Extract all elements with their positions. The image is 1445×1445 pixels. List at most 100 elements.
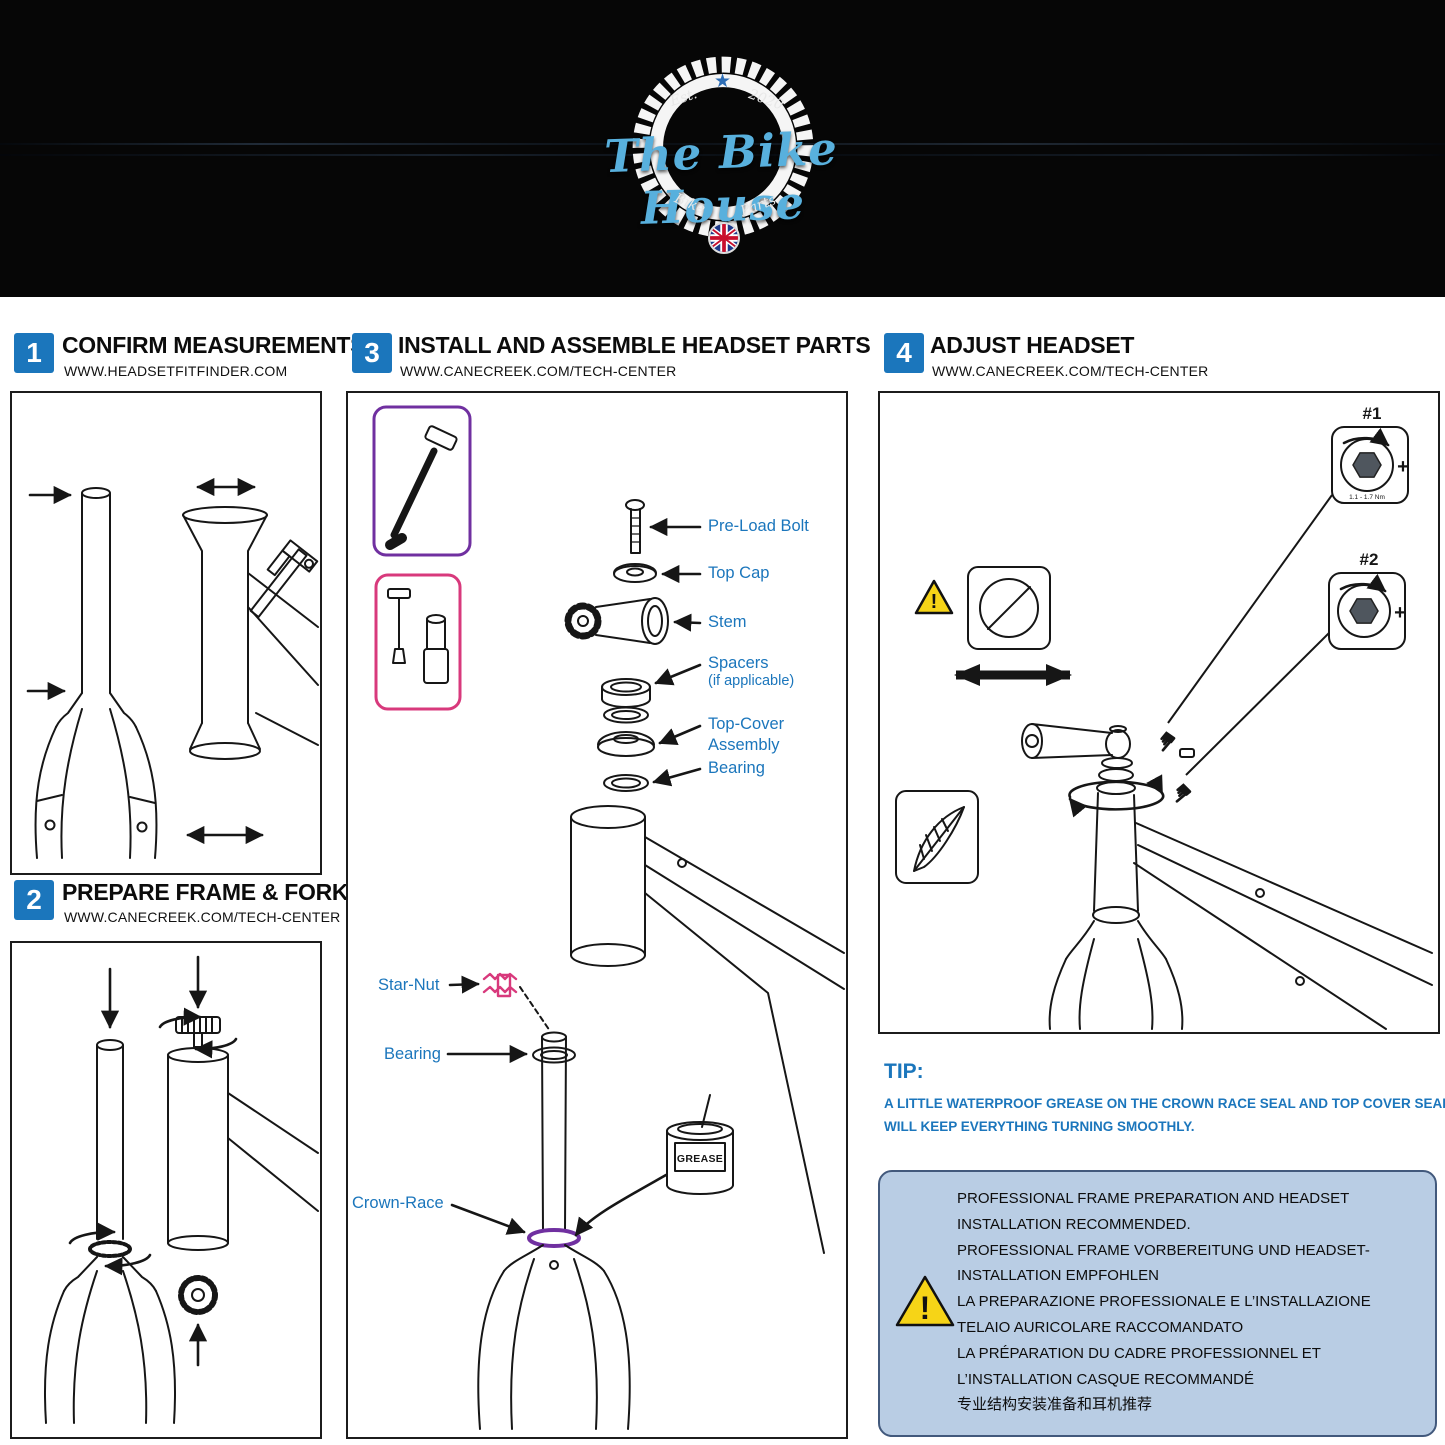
frame-fork-drawing (1048, 792, 1433, 1030)
prepare-diagram (43, 955, 319, 1424)
caliper-icon (249, 539, 319, 618)
press-tools-icon (387, 588, 449, 684)
star-icon: ★ (714, 71, 732, 92)
grease-can-icon (666, 1094, 734, 1195)
steerer-drawing (541, 1031, 567, 1232)
uk-flag-icon (708, 222, 740, 254)
header-banner: ★ Est. 2020 The Bike House Bike Parts (0, 0, 1445, 297)
measure-arrows-headtube (186, 477, 264, 845)
bearing-bottom-drawing (532, 1046, 576, 1064)
label-preload-bolt: Pre-Load Bolt (708, 517, 809, 535)
svg-text:+: + (1394, 602, 1406, 624)
torque-label: 1.1 - 1.7 Nm (1349, 494, 1385, 501)
star-nut-setter-icon (385, 425, 458, 550)
label-star-nut: Star-Nut (378, 976, 440, 994)
star-nut-drawing (482, 972, 518, 998)
tip-line-2: WILL KEEP EVERYTHING TURNING SMOOTHLY. (884, 1119, 1195, 1134)
measure-diagram (26, 477, 319, 859)
svg-text:!: ! (920, 1290, 931, 1326)
fork-drawing (34, 487, 158, 859)
label-bearing-bottom: Bearing (384, 1045, 441, 1063)
banner-streak (0, 143, 1445, 145)
tip-line-1: A LITTLE WATERPROOF GREASE ON THE CROWN … (884, 1096, 1445, 1111)
tool1-label: #1 (1363, 404, 1382, 423)
notice-line: L’INSTALLATION CASQUE RECOMMANDÉ (957, 1370, 1254, 1388)
rotate-arrows-steerer (1068, 774, 1165, 818)
banner-streak (0, 154, 1445, 156)
step-4-title: ADJUST HEADSET (930, 332, 1135, 358)
label-spacers-note: (if applicable) (708, 673, 795, 689)
warning-triangle-icon: ! (895, 1275, 955, 1327)
step-2-url: WWW.CANECREEK.COM/TECH-CENTER (64, 909, 341, 925)
notice-line: INSTALLATION RECOMMENDED. (957, 1215, 1191, 1233)
label-bearing-top: Bearing (708, 759, 765, 777)
preload-bolt-drawing (625, 499, 645, 554)
pointing-hand-icon: ☛ (1146, 723, 1184, 760)
star-nut-leader-line (519, 986, 551, 1032)
notice-text: PROFESSIONAL FRAME PREPARATION AND HEADS… (957, 1186, 1427, 1418)
step-2-title: PREPARE FRAME & FORK (62, 879, 349, 905)
warning-triangle-icon: ! (914, 579, 954, 615)
rotate-arrows-top (158, 1007, 238, 1059)
fork-crown-legs-drawing (477, 1244, 631, 1430)
top-cover-drawing (597, 731, 655, 757)
feather-icon (895, 790, 979, 884)
step-3-number: 3 (352, 333, 392, 373)
hex-tool-icon-1: + 1.1 - 1.7 Nm (1331, 426, 1409, 504)
notice-line: TELAIO AURICOLARE RACCOMANDATO (957, 1318, 1244, 1336)
notice-line: LA PRÉPARATION DU CADRE PROFESSIONNEL ET (957, 1344, 1321, 1362)
bearing-top-drawing (603, 774, 649, 792)
spacers-drawing (601, 678, 651, 724)
measure-arrows-left (26, 485, 72, 701)
no-sign-icon (967, 566, 1051, 650)
crown-race-drawing (527, 1228, 581, 1248)
label-crown-race: Crown-Race (352, 1194, 444, 1212)
step-3-url: WWW.CANECREEK.COM/TECH-CENTER (400, 363, 677, 379)
press-tools-box (374, 573, 462, 711)
notice-line: PROFESSIONAL FRAME PREPARATION AND HEADS… (957, 1190, 1350, 1207)
label-top-cap: Top Cap (708, 564, 770, 582)
press-down-arrows (100, 955, 208, 1029)
label-spacers: Spacers (708, 654, 769, 672)
label-top-cover: Top-Cover (708, 715, 785, 733)
step-4-url: WWW.CANECREEK.COM/TECH-CENTER (932, 363, 1209, 379)
assembly-diagram-box: GREASE Pre-Load Bolt Top Cap Stem Spacer… (346, 391, 848, 1439)
tip-heading: TIP: (884, 1060, 924, 1083)
notice-line: INSTALLATION EMPFOHLEN (957, 1267, 1159, 1285)
step-1-url: WWW.HEADSETFITFINDER.COM (64, 363, 288, 379)
hex-tool-icon-2: + (1328, 572, 1406, 650)
step-4-number: 4 (884, 333, 924, 373)
fork-legs-drawing (43, 1256, 177, 1424)
grease-arrow (574, 1173, 668, 1237)
svg-text:+: + (1397, 456, 1409, 478)
stem-assembly-drawing (1021, 723, 1195, 795)
step-2-number: 2 (14, 880, 54, 920)
tool2-connector (1185, 632, 1330, 776)
pointing-hand-icon: ☛ (1162, 774, 1199, 812)
step-1-title: CONFIRM MEASUREMENTS (62, 332, 366, 358)
adjust-diagram: #1 + 1.1 - 1.7 Nm #2 + ☛ ☛ (895, 404, 1433, 1030)
brand-name: The Bike House (603, 121, 839, 235)
adjust-diagram-box: #1 + 1.1 - 1.7 Nm #2 + ☛ ☛ (878, 391, 1440, 1034)
svg-text:!: ! (931, 591, 938, 613)
notice-line: 专业结构安装准备和耳机推荐 (957, 1396, 1153, 1414)
star-nut-tool-box (372, 405, 472, 557)
notice-line: LA PREPARAZIONE PROFESSIONALE E L’INSTAL… (957, 1293, 1371, 1311)
tool2-label: #2 (1360, 550, 1379, 569)
fork-steerer-drawing (88, 1039, 132, 1258)
head-tube-drawing (167, 1047, 319, 1251)
cup-press-tool-icon (175, 1016, 221, 1048)
notice-line: PROFESSIONAL FRAME VORBEREITUNG UND HEAD… (957, 1241, 1370, 1259)
brand-logo: ★ Est. 2020 The Bike House Bike Parts (572, 38, 872, 268)
top-cap-drawing (613, 563, 657, 583)
grease-label: GREASE (677, 1153, 723, 1165)
tool1-connector (1167, 494, 1333, 724)
step-1-number: 1 (14, 333, 54, 373)
label-top-cover-2: Assembly (708, 736, 780, 754)
star-cup-icon (178, 1275, 218, 1315)
rotate-arrows-crown (68, 1222, 152, 1276)
label-arrows (446, 517, 702, 1235)
assembly-diagram: GREASE (372, 405, 845, 1430)
label-stem: Stem (708, 613, 747, 631)
